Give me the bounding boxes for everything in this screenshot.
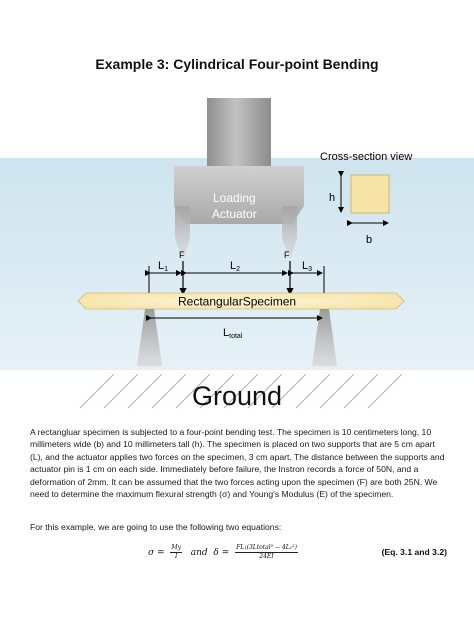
cross-section-title: Cross-section view: [320, 151, 412, 163]
force-label-right: F: [284, 250, 290, 260]
sigma-lhs: σ =: [148, 548, 165, 558]
delta-fraction: FL₁(3Ltotal² − 4L₁²) 24EI: [235, 544, 298, 561]
sigma-denominator: I: [175, 553, 178, 560]
cross-section-height-label: h: [329, 192, 335, 204]
problem-paragraph: A rectangluar specimen is subjected to a…: [30, 427, 445, 500]
equation-joiner: and: [190, 548, 208, 558]
cross-section-width-label: b: [366, 234, 372, 246]
actuator-label-actuator: Actuator: [212, 207, 257, 221]
span-l1-label: L1: [158, 260, 168, 273]
support-right: [312, 309, 337, 366]
four-point-bending-figure: Loading Actuator F F L1 L2 L3 Rectangula…: [0, 98, 474, 411]
sigma-fraction: My I: [170, 544, 182, 561]
span-l2-label: L2: [230, 260, 240, 273]
delta-lhs: δ =: [213, 548, 230, 558]
page-title: Example 3: Cylindrical Four-point Bendin…: [95, 56, 379, 72]
actuator-shaft: [207, 98, 271, 166]
actuator-prong-right: [282, 206, 297, 261]
actuator-body: [174, 166, 304, 224]
actuator-label-loading: Loading: [213, 191, 256, 205]
equations-intro: For this example, we are going to use th…: [30, 522, 282, 532]
cross-section-square: [350, 174, 390, 214]
delta-numerator: FL₁(3Ltotal² − 4L₁²): [235, 544, 298, 553]
span-l3-label: L3: [302, 260, 312, 273]
sigma-numerator: My: [170, 544, 182, 553]
specimen: [77, 292, 405, 310]
force-label-left: F: [179, 250, 185, 260]
equation-label: (Eq. 3.1 and 3.2): [381, 547, 447, 557]
delta-denominator: 24EI: [259, 553, 274, 560]
support-left: [137, 309, 162, 366]
specimen-label: RectangularSpecimen: [178, 295, 296, 309]
ground-hatching: [79, 373, 403, 409]
equations-row: σ = My I and δ = FL₁(3Ltotal² − 4L₁²) 24…: [30, 540, 450, 562]
actuator-prong-left: [175, 206, 190, 261]
ground-label: Ground: [192, 381, 282, 411]
